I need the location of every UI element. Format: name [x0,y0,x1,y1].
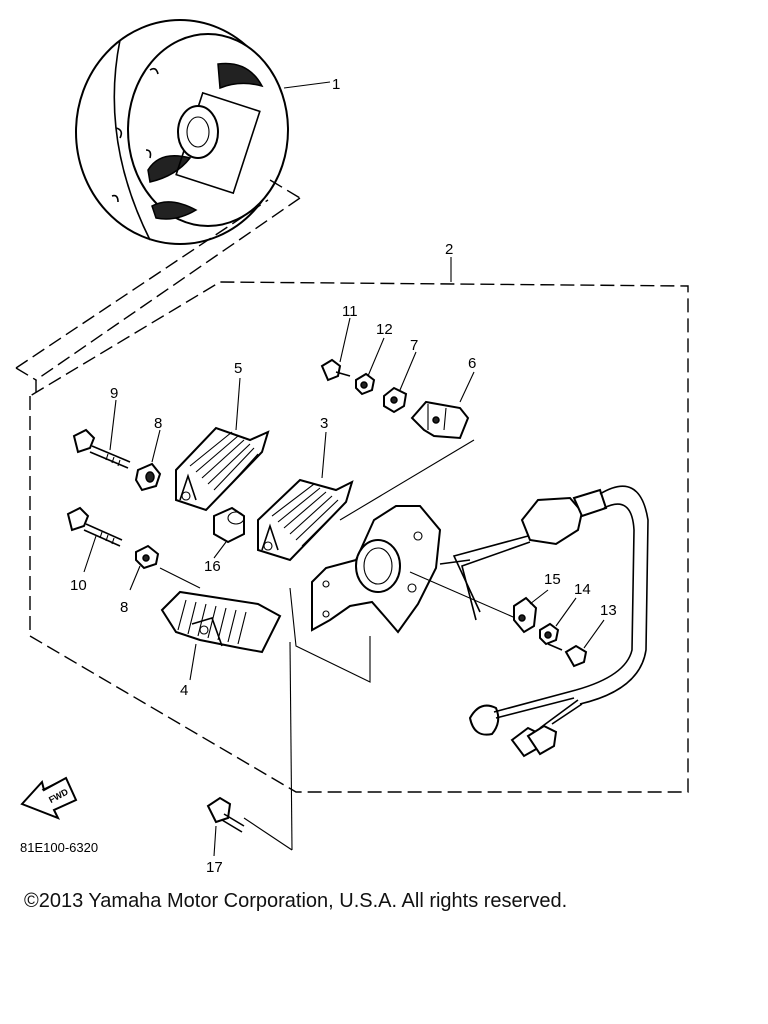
washer-8-upper [134,462,162,492]
construction-line [243,817,293,851]
washer-8-lower [135,544,160,570]
coil-3 [257,478,354,562]
leader-8-upper [151,429,161,463]
stator-base-plate [311,505,442,634]
callout-15: 15 [544,571,561,588]
leader-7 [399,351,417,391]
collar-16 [213,506,245,544]
leader-5 [235,377,241,431]
leader-6 [459,371,475,403]
leader-11 [339,317,351,363]
construction-line [339,439,475,521]
leader-10 [83,535,97,573]
construction-line [289,587,371,683]
washer-14 [539,622,560,646]
callout-11: 11 [342,303,358,320]
callout-13: 13 [600,602,617,619]
callout-16: 16 [204,558,221,575]
washer-12 [355,372,376,396]
bolt-9 [72,428,131,469]
leader-8-lower [129,565,141,591]
leader-12 [367,337,385,377]
bolt-10 [66,506,123,547]
callout-6: 6 [468,355,476,372]
stator-assembly-outline [15,179,689,793]
clamp-15 [513,596,538,634]
leader-15 [529,589,549,605]
flywheel-rotor [75,19,289,245]
bolt-17 [206,796,245,833]
callout-2: 2 [445,241,453,258]
leader-14 [555,597,577,627]
callout-9: 9 [110,385,118,402]
screw-11 [320,358,351,382]
copyright-notice: ©2013 Yamaha Motor Corporation, U.S.A. A… [24,890,568,912]
leader-16 [213,541,227,559]
callout-17: 17 [206,859,223,876]
callout-12: 12 [376,321,393,338]
leader-1 [283,81,331,89]
construction-line [159,567,201,589]
screw-13 [547,643,588,668]
coil-5 [175,426,270,512]
leader-13 [583,619,605,649]
wire-harness [439,485,649,758]
relay-6 [410,400,470,440]
leader-17 [213,825,217,857]
callout-5: 5 [234,360,242,377]
fwd-arrow-icon: FWD [20,776,78,820]
diagram-code: 81E100-6320 [20,840,98,855]
callout-3: 3 [320,415,328,432]
callout-10: 10 [70,577,87,594]
leader-4 [189,643,197,681]
construction-line [289,641,293,851]
coil-4 [160,590,282,654]
callout-1: 1 [332,76,340,93]
leader-9 [109,399,117,451]
leader-3 [321,431,327,479]
construction-line [409,571,521,621]
nut-7 [383,386,408,414]
callout-4: 4 [180,682,188,699]
callout-8-upper: 8 [154,415,162,432]
callout-8-lower: 8 [120,599,128,616]
callout-14: 14 [574,581,591,598]
callout-7: 7 [410,337,418,354]
